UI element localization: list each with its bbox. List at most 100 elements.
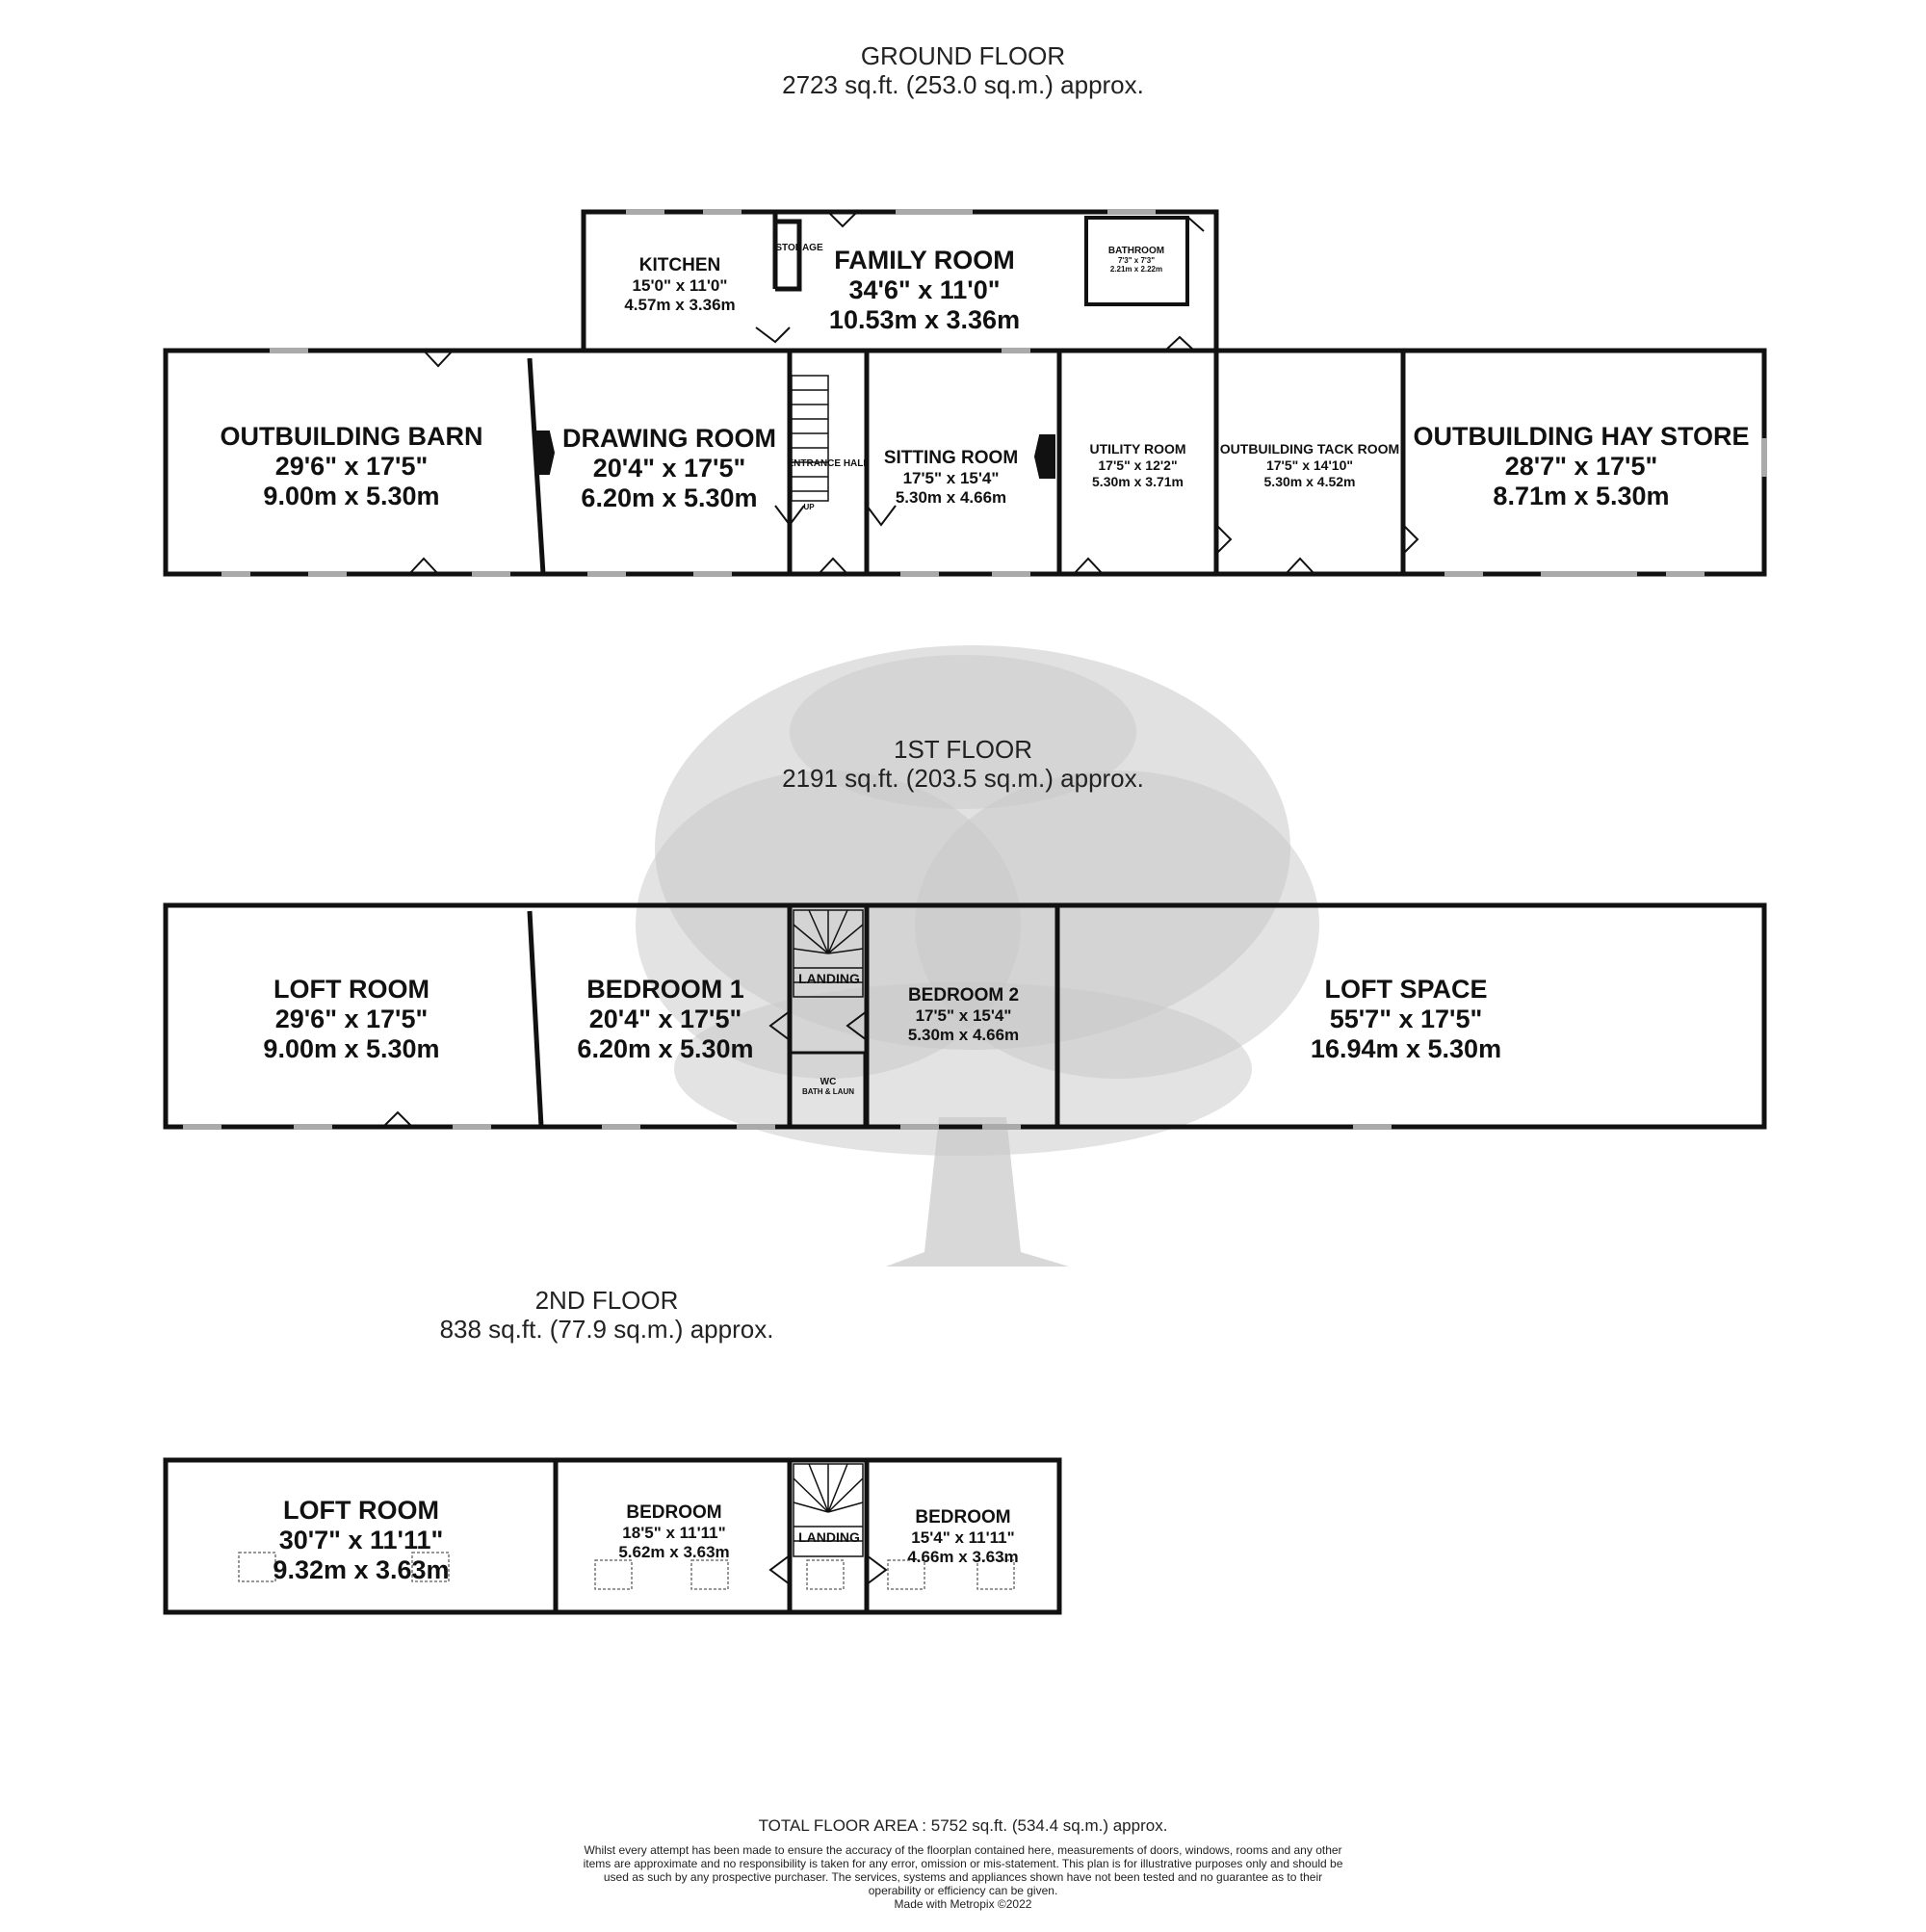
- room-outbuilding-hay-store: OUTBUILDING HAY STORE 28'7" x 17'5" 8.71…: [1398, 422, 1764, 511]
- room-metric: 4.66m x 3.63m: [907, 1548, 1019, 1566]
- room-bedroom-2nd-b: BEDROOM 15'4" x 11'11" 4.66m x 3.63m: [869, 1507, 1057, 1567]
- room-name: STORAGE: [775, 243, 823, 253]
- room-loft-2nd: LOFT ROOM 30'7" x 11'11" 9.32m x 3.63m: [173, 1496, 549, 1585]
- room-name: SITTING ROOM: [883, 448, 1019, 468]
- room-metric: 10.53m x 3.36m: [828, 305, 1021, 334]
- room-name: ENTRANCE HALL: [787, 458, 870, 469]
- room-imperial: 15'4" x 11'11": [911, 1528, 1015, 1547]
- room-name: OUTBUILDING HAY STORE: [1413, 422, 1750, 451]
- room-imperial: 55'7" x 17'5": [1329, 1005, 1483, 1033]
- room-drawing: DRAWING ROOM 20'4" x 17'5" 6.20m x 5.30m: [549, 424, 790, 513]
- room-imperial: 15'0" x 11'0": [632, 276, 728, 295]
- room-entrance-hall: ENTRANCE HALL: [785, 458, 872, 469]
- room-imperial: 18'5" x 11'11": [622, 1524, 726, 1542]
- room-imperial: 20'4" x 17'5": [588, 1005, 742, 1033]
- room-metric: 5.30m x 4.52m: [1263, 474, 1356, 489]
- room-name: BEDROOM: [626, 1502, 722, 1523]
- room-imperial: 7'3" x 7'3": [1117, 256, 1156, 265]
- room-metric: 16.94m x 5.30m: [1310, 1034, 1502, 1063]
- room-name: BEDROOM 2: [907, 985, 1020, 1005]
- first-floor-walls: [163, 902, 1767, 1130]
- room-name: DRAWING ROOM: [562, 424, 776, 453]
- room-sitting: SITTING ROOM 17'5" x 15'4" 5.30m x 4.66m: [867, 448, 1035, 508]
- total-floor-area: TOTAL FLOOR AREA : 5752 sq.ft. (534.4 sq…: [758, 1816, 1168, 1835]
- room-bedroom-2: BEDROOM 2 17'5" x 15'4" 5.30m x 4.66m: [870, 985, 1057, 1045]
- room-utility: UTILITY ROOM 17'5" x 12'2" 5.30m x 3.71m: [1059, 441, 1216, 490]
- room-metric: 4.57m x 3.36m: [624, 296, 736, 314]
- floor-area: 2723 sq.ft. (253.0 sq.m.) approx.: [782, 70, 1144, 99]
- disclaimer: Whilst every attempt has been made to en…: [583, 1843, 1343, 1897]
- skylights: [238, 1552, 1015, 1590]
- floor-name: 2ND FLOOR: [534, 1286, 679, 1315]
- room-metric: 9.00m x 5.30m: [263, 482, 440, 510]
- room-imperial: 17'5" x 15'4": [902, 469, 1000, 487]
- room-metric: 5.30m x 3.71m: [1092, 474, 1184, 489]
- second-floor-walls: [163, 1457, 1062, 1615]
- ground-floor-doors: [408, 211, 1419, 575]
- room-bedroom-2nd-a: BEDROOM 18'5" x 11'11" 5.62m x 3.63m: [559, 1502, 790, 1562]
- room-metric: 6.20m x 5.30m: [577, 1034, 754, 1063]
- room-imperial: 28'7" x 17'5": [1504, 452, 1658, 481]
- stair-up-label: UP: [799, 503, 819, 511]
- room-imperial: 29'6" x 17'5": [274, 452, 429, 481]
- floor-name: GROUND FLOOR: [860, 41, 1066, 70]
- room-storage: STORAGE: [770, 243, 828, 253]
- room-bedroom-1: BEDROOM 1 20'4" x 17'5" 6.20m x 5.30m: [545, 975, 786, 1064]
- room-metric: 6.20m x 5.30m: [581, 483, 758, 512]
- room-kitchen: KITCHEN 15'0" x 11'0" 4.57m x 3.36m: [584, 255, 776, 315]
- room-name: KITCHEN: [638, 255, 721, 275]
- second-floor-stairs: [793, 1463, 864, 1557]
- room-loft-1st: LOFT ROOM 29'6" x 17'5" 9.00m x 5.30m: [173, 975, 530, 1064]
- room-family: FAMILY ROOM 34'6" x 11'0" 10.53m x 3.36m: [809, 246, 1040, 335]
- floor-area: 838 sq.ft. (77.9 sq.m.) approx.: [439, 1315, 774, 1344]
- room-imperial: 17'5" x 12'2": [1098, 457, 1178, 473]
- room-loft-space: LOFT SPACE 55'7" x 17'5" 16.94m x 5.30m: [1156, 975, 1656, 1064]
- room-name: BEDROOM: [915, 1507, 1011, 1527]
- room-metric: 5.30m x 4.66m: [907, 1026, 1020, 1044]
- room-sub: BATH & LAUN: [801, 1087, 855, 1096]
- room-name: WC: [820, 1077, 837, 1087]
- footer: TOTAL FLOOR AREA : 5752 sq.ft. (534.4 sq…: [578, 1816, 1348, 1911]
- second-floor-doors: [768, 1554, 888, 1585]
- room-name: LOFT SPACE: [1324, 975, 1488, 1004]
- room-name: LOFT ROOM: [283, 1496, 439, 1525]
- first-floor-stairs: [793, 909, 864, 998]
- stair-direction: UP: [803, 503, 815, 511]
- floor-name: 1ST FLOOR: [893, 735, 1032, 764]
- room-metric: 2.21m x 2.22m: [1109, 265, 1163, 274]
- room-metric: 9.00m x 5.30m: [263, 1034, 440, 1063]
- room-name: OUTBUILDING BARN: [220, 422, 483, 451]
- room-imperial: 34'6" x 11'0": [848, 275, 1001, 304]
- room-imperial: 30'7" x 11'11": [278, 1526, 444, 1554]
- room-name: LOFT ROOM: [273, 975, 429, 1004]
- ground-floor-title: GROUND FLOOR 2723 sq.ft. (253.0 sq.m.) a…: [674, 41, 1252, 99]
- room-name: OUTBUILDING TACK ROOM: [1219, 441, 1400, 457]
- room-name: LANDING: [798, 1529, 860, 1545]
- room-name: BATHROOM: [1107, 246, 1165, 256]
- ground-floor-stairs: [791, 375, 829, 502]
- room-imperial: 17'5" x 15'4": [915, 1006, 1012, 1025]
- room-bathroom: BATHROOM 7'3" x 7'3" 2.21m x 2.22m: [1098, 246, 1175, 274]
- room-landing-2nd: LANDING: [792, 1529, 867, 1546]
- fireplaces: [534, 431, 1055, 479]
- room-name: FAMILY ROOM: [834, 246, 1015, 274]
- first-floor-doors: [382, 1010, 868, 1128]
- second-floor-title: 2ND FLOOR 838 sq.ft. (77.9 sq.m.) approx…: [318, 1286, 896, 1344]
- room-metric: 9.32m x 3.63m: [273, 1555, 450, 1584]
- ground-floor-windows: [221, 209, 1767, 577]
- room-metric: 5.62m x 3.63m: [618, 1543, 730, 1561]
- credit: Made with Metropix ©2022: [894, 1897, 1032, 1911]
- room-imperial: 20'4" x 17'5": [592, 454, 746, 483]
- room-metric: 8.71m x 5.30m: [1493, 482, 1670, 510]
- room-outbuilding-barn: OUTBUILDING BARN 29'6" x 17'5" 9.00m x 5…: [173, 422, 530, 511]
- room-name: BEDROOM 1: [586, 975, 744, 1004]
- room-name: LANDING: [798, 971, 860, 986]
- room-landing-1st: LANDING: [792, 971, 867, 987]
- floor-area: 2191 sq.ft. (203.5 sq.m.) approx.: [782, 764, 1144, 793]
- tree-watermark: [636, 645, 1319, 1266]
- room-imperial: 29'6" x 17'5": [274, 1005, 429, 1033]
- room-metric: 5.30m x 4.66m: [895, 488, 1007, 507]
- room-wc-1st: WC BATH & LAUN: [792, 1077, 865, 1096]
- room-name: UTILITY ROOM: [1089, 441, 1186, 457]
